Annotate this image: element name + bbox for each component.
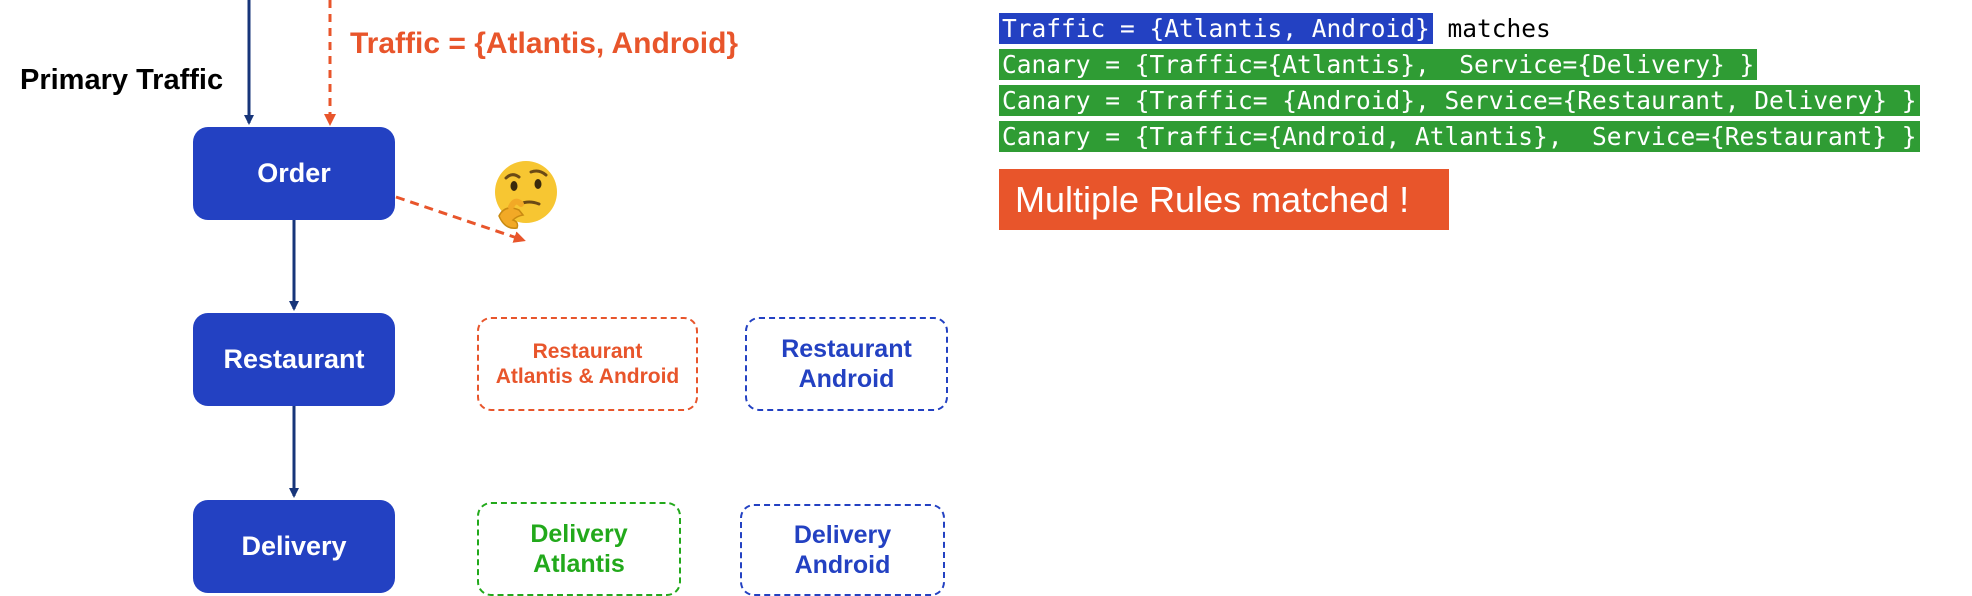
canary-delivery-android: Delivery Android xyxy=(740,504,945,596)
canary-restaurant-atlantis-android: Restaurant Atlantis & Android xyxy=(477,317,698,411)
canary-restaurant-atlantis-android-label: Restaurant Atlantis & Android xyxy=(495,339,680,388)
multiple-rules-matched-banner: Multiple Rules matched ! xyxy=(999,169,1449,230)
canary-rule-3: Canary = {Traffic={Android, Atlantis}, S… xyxy=(999,119,1920,155)
traffic-line: Traffic = {Atlantis, Android} matches xyxy=(999,11,1920,47)
canary-delivery-android-label: Delivery Android xyxy=(793,521,892,579)
canary-rule-1: Canary = {Traffic={Atlantis}, Service={D… xyxy=(999,47,1920,83)
canary-rule-2-text: Canary = {Traffic= {Android}, Service={R… xyxy=(999,85,1920,116)
incoming-traffic-label: Traffic = {Atlantis, Android} xyxy=(350,27,739,60)
multiple-rules-matched-text: Multiple Rules matched ! xyxy=(1015,178,1410,220)
canary-delivery-atlantis-label: Delivery Atlantis xyxy=(530,520,628,578)
order-service-node: Order xyxy=(193,127,395,220)
canary-rule-2: Canary = {Traffic= {Android}, Service={R… xyxy=(999,83,1920,119)
order-to-unknown-arrow xyxy=(395,195,526,243)
canary-restaurant-android-label: Restaurant Android xyxy=(781,335,912,393)
restaurant-service-label: Restaurant xyxy=(223,344,365,374)
matches-word: matches xyxy=(1432,14,1551,43)
thinking-face-icon xyxy=(495,161,557,229)
restaurant-service-node: Restaurant xyxy=(193,313,395,406)
primary-traffic-label: Primary Traffic xyxy=(20,64,224,96)
canary-delivery-atlantis: Delivery Atlantis xyxy=(477,502,681,596)
canary-rule-3-text: Canary = {Traffic={Android, Atlantis}, S… xyxy=(999,121,1920,152)
canary-rule-1-text: Canary = {Traffic={Atlantis}, Service={D… xyxy=(999,49,1758,80)
rule-match-listing: Traffic = {Atlantis, Android} matches Ca… xyxy=(999,11,1920,155)
traffic-definition: Traffic = {Atlantis, Android} xyxy=(999,13,1433,44)
canary-restaurant-android: Restaurant Android xyxy=(745,317,948,411)
order-service-label: Order xyxy=(257,158,331,188)
delivery-service-node: Delivery xyxy=(193,500,395,593)
delivery-service-label: Delivery xyxy=(241,531,347,561)
